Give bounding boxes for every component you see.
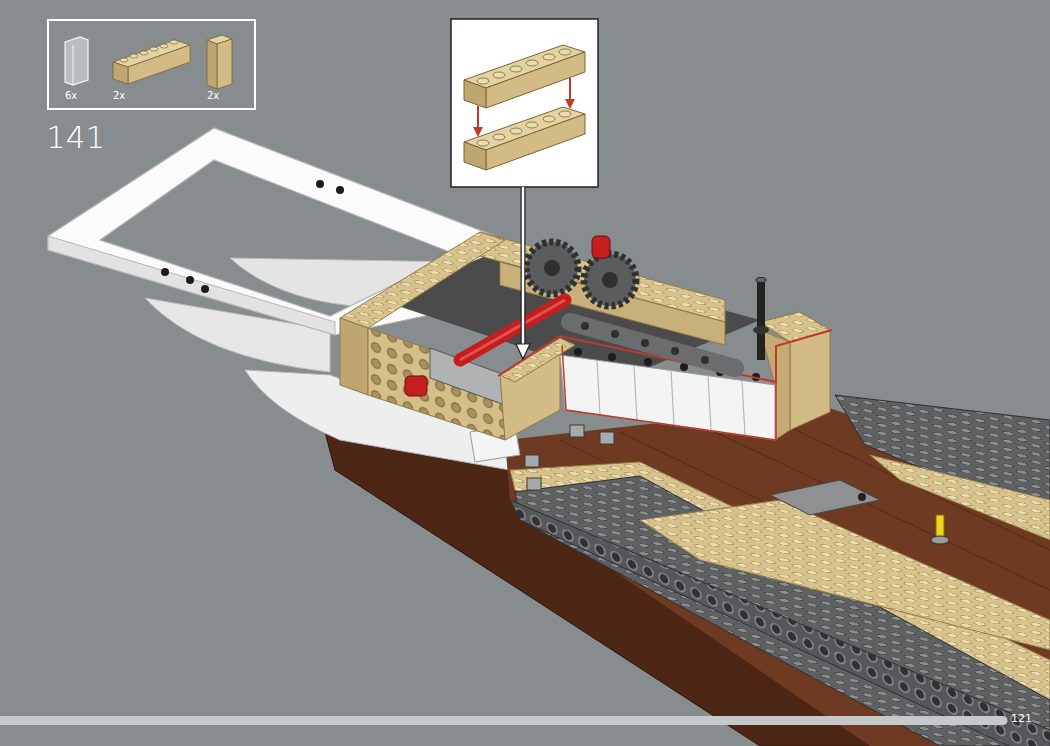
gear-mechanism (405, 236, 769, 396)
quantity-label: 6x (65, 90, 77, 101)
ship-hull (48, 128, 1050, 746)
page-number: 121 (1011, 713, 1032, 725)
quantity-label: 2x (207, 90, 219, 101)
step-number: 141 (46, 120, 105, 154)
page-bar (0, 716, 1008, 725)
ship-cabin (340, 232, 832, 440)
inset-detail (451, 19, 598, 359)
quantity-label: 2x (113, 90, 125, 101)
ship-deck (470, 395, 1050, 746)
parts-pictures (65, 35, 232, 89)
parts-callout-box: 6x 2x 2x (47, 19, 256, 110)
